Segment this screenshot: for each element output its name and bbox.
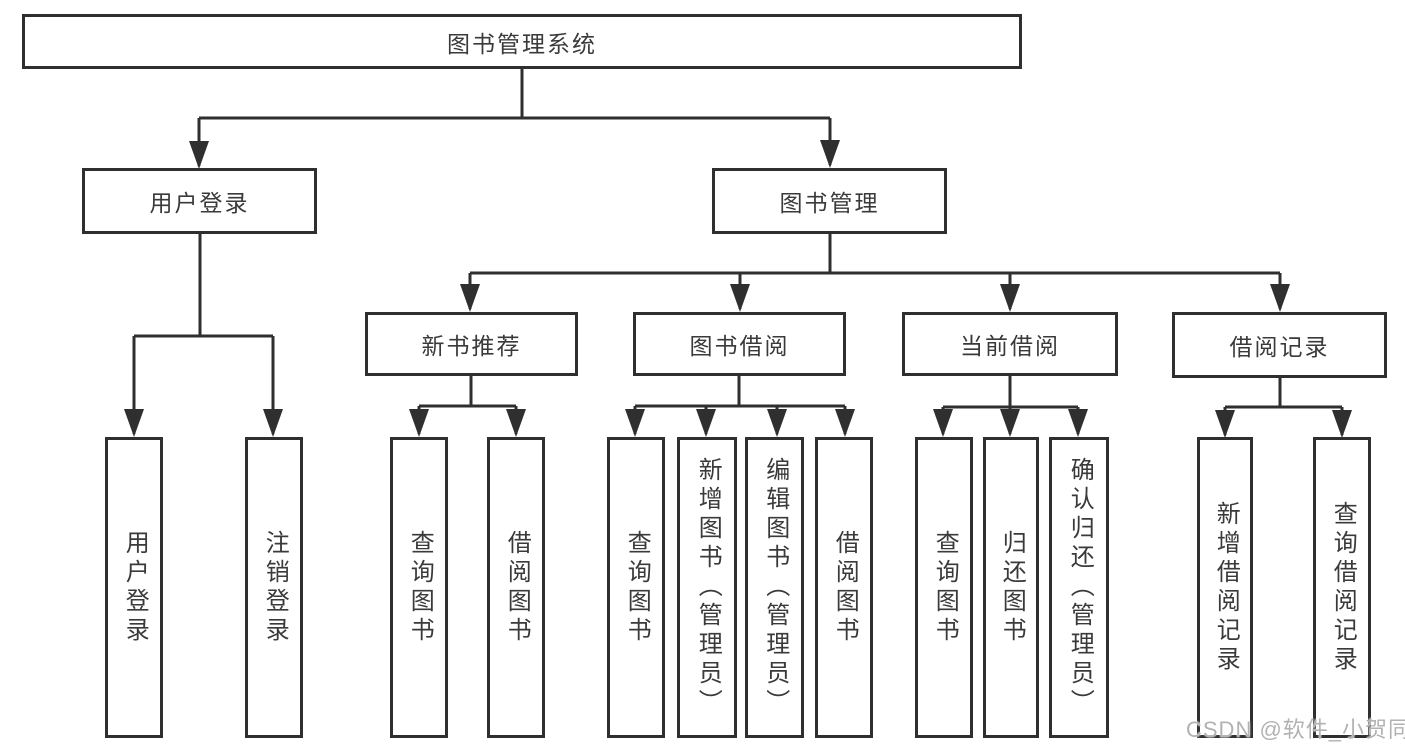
connector-book-management-branch bbox=[460, 234, 1290, 312]
node-book-management: 图书管理 bbox=[712, 168, 947, 234]
connector-book-borrow-branch bbox=[625, 376, 855, 437]
leaf-edit-books-admin: 编辑图书（管理员） bbox=[745, 437, 804, 738]
leaf-query-borrow-record: 查询借阅记录 bbox=[1313, 437, 1371, 738]
leaf-query-books-current: 查询图书 bbox=[915, 437, 973, 738]
connector-new-book-branch bbox=[409, 376, 526, 437]
arrow-down-icon bbox=[124, 409, 283, 437]
arrow-down-icon bbox=[409, 409, 526, 437]
leaf-borrow-books: 借阅图书 bbox=[815, 437, 873, 738]
node-user-login: 用户登录 bbox=[82, 168, 317, 234]
connector-root-to-level2 bbox=[189, 68, 840, 169]
leaf-query-books-recommend: 查询图书 bbox=[390, 437, 448, 738]
arrow-down-icon bbox=[933, 409, 1088, 437]
leaf-user-login: 用户登录 bbox=[105, 437, 163, 738]
node-new-book-recommend: 新书推荐 bbox=[365, 312, 578, 376]
node-system-root: 图书管理系统 bbox=[22, 14, 1022, 69]
connector-user-login-branch bbox=[124, 234, 283, 437]
leaf-logout: 注销登录 bbox=[245, 437, 303, 738]
leaf-return-books: 归还图书 bbox=[983, 437, 1039, 738]
arrow-down-icon bbox=[460, 284, 1290, 312]
leaf-borrow-books-recommend: 借阅图书 bbox=[487, 437, 545, 738]
arrow-down-icon bbox=[189, 140, 840, 169]
arrow-down-icon bbox=[625, 409, 855, 437]
node-borrow-records: 借阅记录 bbox=[1172, 312, 1387, 378]
leaf-add-borrow-record: 新增借阅记录 bbox=[1197, 437, 1253, 738]
connector-borrow-record-branch bbox=[1215, 378, 1352, 438]
node-book-borrow: 图书借阅 bbox=[633, 312, 846, 376]
connector-current-borrow-branch bbox=[933, 376, 1088, 437]
arrow-down-icon bbox=[1215, 410, 1352, 438]
node-current-borrow: 当前借阅 bbox=[902, 312, 1118, 376]
csdn-watermark: CSDN @软件_小贺同学 bbox=[1186, 717, 1405, 742]
leaf-query-books-borrow: 查询图书 bbox=[607, 437, 665, 738]
leaf-confirm-return-admin: 确认归还（管理员） bbox=[1049, 437, 1109, 738]
leaf-add-books-admin: 新增图书（管理员） bbox=[677, 437, 737, 738]
